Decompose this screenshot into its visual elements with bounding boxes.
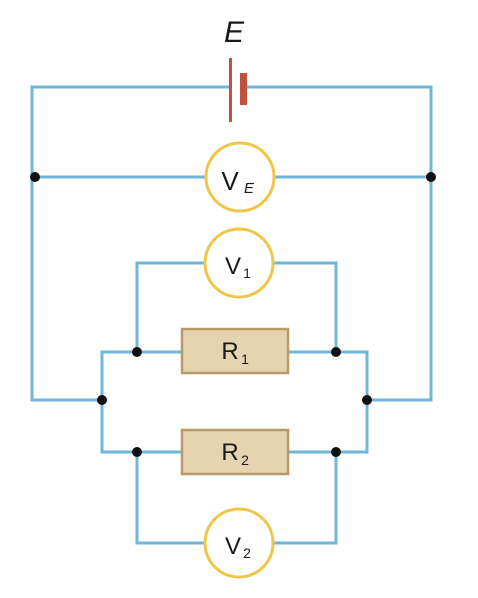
junction-node [132, 347, 142, 357]
junction-node [331, 347, 341, 357]
voltmeter-v2 [203, 507, 275, 579]
resistor-r1: R 1 [180, 327, 290, 375]
junction-node [362, 395, 372, 405]
resistor-r2-subscript: 2 [241, 452, 249, 468]
resistor-r1-subscript: 1 [241, 351, 249, 367]
voltmeter-v1-branch: V 1 [135, 227, 338, 352]
junction-nodes [97, 347, 372, 457]
voltmeter-v1-letter: V [225, 253, 241, 280]
junction-node [331, 447, 341, 457]
voltmeter-v1-subscript: 1 [243, 265, 251, 281]
junction-node [426, 172, 436, 182]
junction-node [132, 447, 142, 457]
battery-long-plate [229, 58, 232, 122]
voltmeter-ve-letter: V [221, 166, 239, 196]
voltmeter-ve [204, 141, 276, 213]
voltmeter-ve-branch: V E [30, 141, 436, 213]
resistor-r1-body [180, 327, 290, 375]
battery-short-plate [240, 73, 247, 105]
voltmeter-v2-subscript: 2 [243, 545, 251, 561]
voltmeter-ve-subscript: E [244, 180, 255, 197]
resistor-r2-letter: R [221, 439, 238, 466]
parallel-network-wires [100, 350, 369, 454]
main-circuit-wires [30, 85, 433, 402]
battery-label: E [224, 16, 245, 49]
voltmeter-v2-branch: V 2 [135, 452, 338, 579]
junction-node [97, 395, 107, 405]
resistor-r2-body [180, 428, 290, 476]
voltmeter-v1 [203, 227, 275, 299]
resistor-r1-letter: R [221, 338, 238, 365]
battery: E [224, 16, 247, 122]
junction-node [30, 172, 40, 182]
voltmeter-v2-letter: V [225, 533, 241, 560]
resistor-r2: R 2 [180, 428, 290, 476]
